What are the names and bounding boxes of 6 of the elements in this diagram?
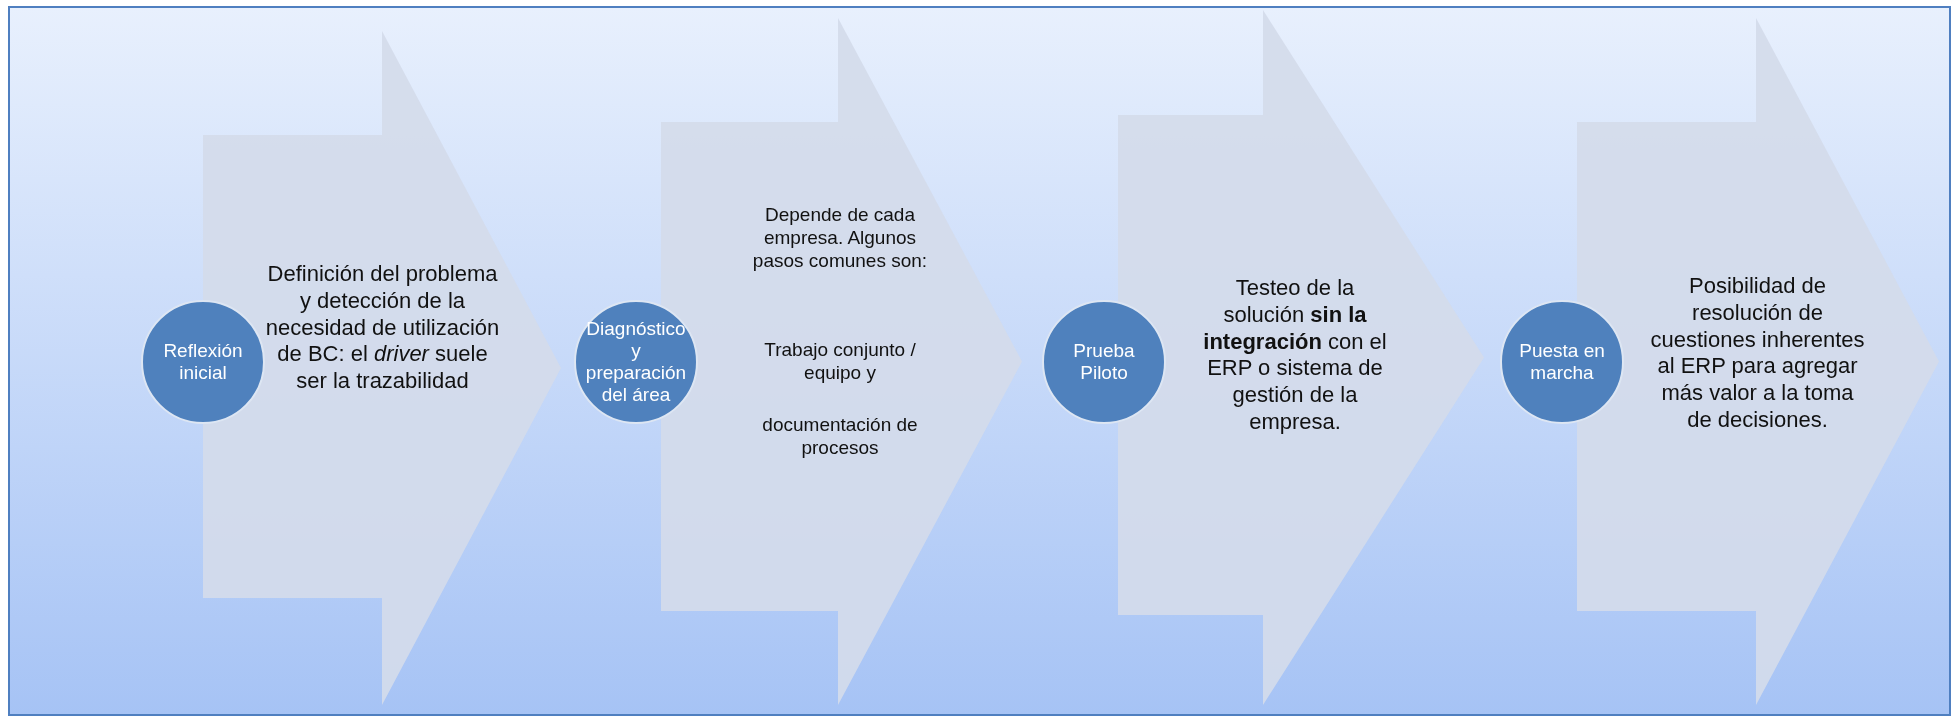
step-description: Definición del problema y detección de la necesidad de utilización de BC: el driver suele ser la trazabilidad	[265, 261, 500, 396]
step-description: Testeo de la solución sin la integración con el ERP o sistema de gestión de la empresa.	[1202, 275, 1388, 436]
step-description: Trabajo conjunto / equipo y	[763, 338, 917, 385]
step-description: Depende de cada empresa. Algunos pasos comunes son:	[751, 203, 929, 273]
step-description: Posibilidad de resolución de cuestiones inherentes al ERP para agregar más valor a la toma de decisiones.	[1650, 273, 1865, 434]
step-description: documentación de procesos	[761, 413, 919, 460]
